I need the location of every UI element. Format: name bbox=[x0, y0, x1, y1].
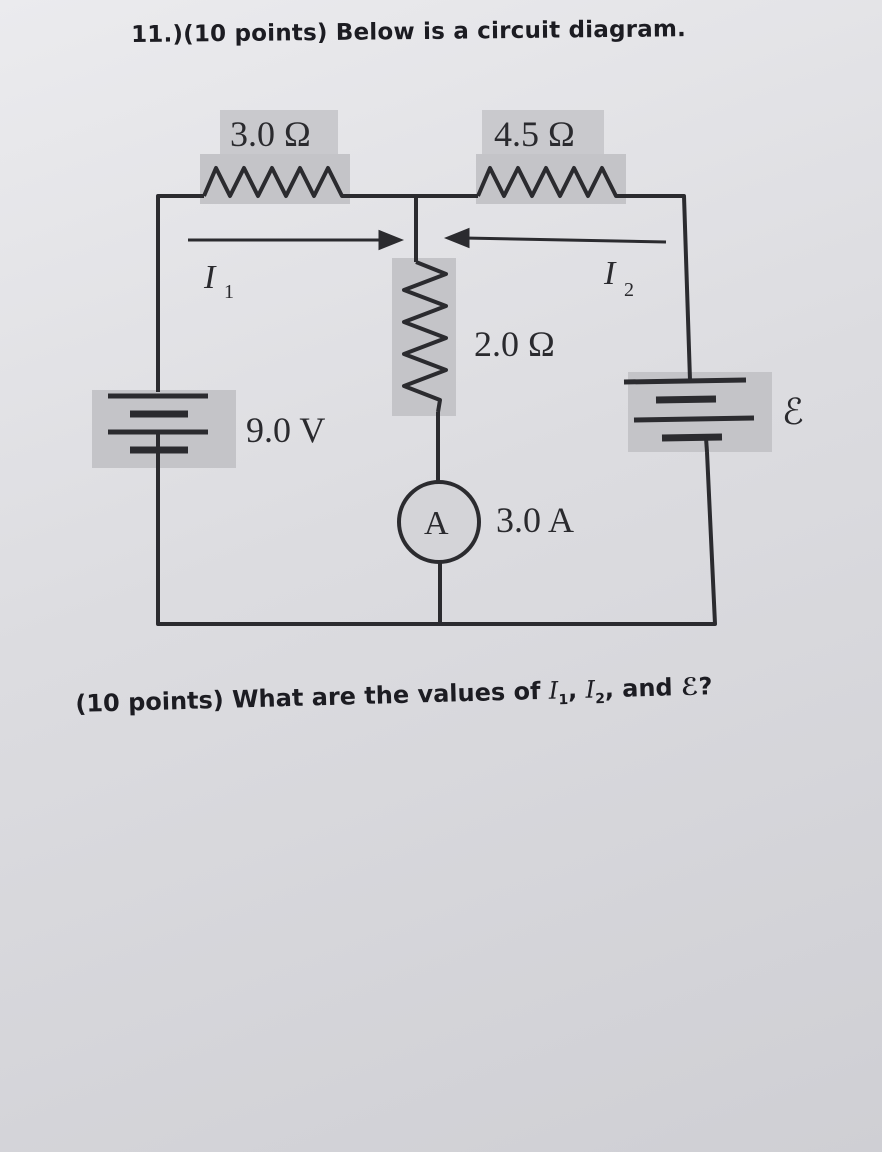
resistor-middle bbox=[402, 260, 448, 413]
question-var-i1: I bbox=[548, 676, 559, 705]
resistor-left-label: 3.0 Ω bbox=[230, 114, 311, 154]
resistor-left-label-bg bbox=[220, 110, 338, 154]
arrowhead-i1-icon bbox=[378, 229, 405, 251]
resistor-right-label-bg bbox=[482, 110, 604, 154]
current-i2-label: I bbox=[603, 255, 617, 292]
current-arrow-i2 bbox=[463, 236, 667, 244]
arrowhead-i2-icon bbox=[443, 227, 470, 249]
current-i2-subscript: 2 bbox=[624, 279, 634, 301]
resistor-left-bg bbox=[200, 154, 350, 204]
question-var-i2: I bbox=[585, 675, 596, 704]
resistor-left bbox=[202, 166, 348, 198]
ammeter-icon bbox=[397, 480, 481, 564]
question-sep-2: , and bbox=[604, 673, 682, 704]
question-sub-2: 2 bbox=[595, 691, 606, 708]
wire-left-upper bbox=[156, 194, 204, 392]
resistor-right-label: 4.5 Ω bbox=[494, 114, 575, 154]
resistor-right bbox=[476, 166, 628, 198]
battery-left-bg bbox=[92, 390, 236, 468]
battery-right bbox=[623, 377, 755, 453]
ammeter-symbol: A bbox=[424, 505, 449, 542]
current-i1-label: I bbox=[203, 259, 217, 296]
wire-right-upper bbox=[628, 194, 692, 381]
question-sep-1: , bbox=[567, 675, 586, 705]
ammeter-reading: 3.0 A bbox=[496, 500, 574, 540]
battery-left bbox=[108, 393, 208, 460]
question-suffix: ? bbox=[698, 672, 713, 701]
wire-bottom bbox=[156, 451, 717, 626]
battery-right-label: ℰ bbox=[782, 392, 804, 432]
current-i1-subscript: 1 bbox=[224, 281, 234, 303]
resistor-middle-label: 2.0 Ω bbox=[474, 324, 555, 364]
question-var-emf: ℰ bbox=[680, 672, 699, 702]
battery-left-label: 9.0 V bbox=[246, 410, 325, 450]
question-sub-1: 1 bbox=[558, 692, 569, 709]
